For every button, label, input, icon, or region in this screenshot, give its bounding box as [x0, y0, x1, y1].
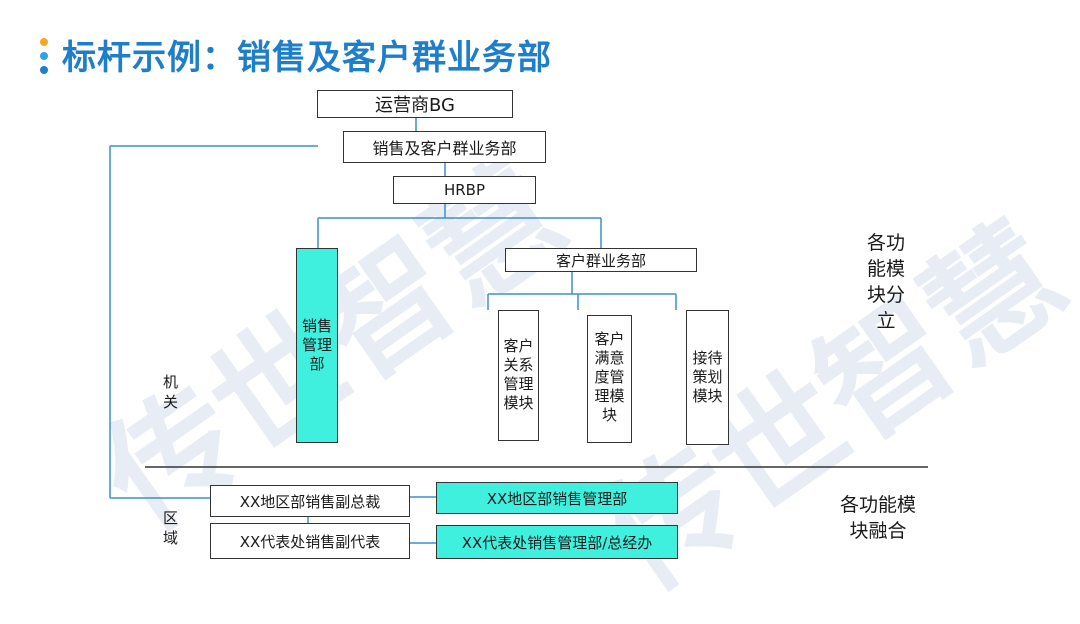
box-customer-group-dept: 客户群业务部	[505, 248, 697, 272]
box-operator-bg: 运营商BG	[317, 90, 513, 118]
box-region-sales-mgmt: XX地区部销售管理部	[436, 482, 678, 514]
note-modules-separated: 各功 能模 块分 立	[867, 232, 906, 332]
box-region-vp: XX地区部销售副总裁	[210, 485, 410, 517]
title-dots-icon	[40, 38, 50, 76]
box-module-crm: 客户 关系 管理 模块	[498, 310, 539, 441]
box-hrbp: HRBP	[393, 176, 536, 204]
label-region: 区 域	[163, 509, 179, 547]
label-headquarters: 机 关	[163, 373, 179, 411]
box-module-reception: 接待 策划 模块	[686, 310, 729, 445]
box-module-satisfaction: 客户 满意 度管 理模 块	[587, 315, 632, 443]
box-rep-office-deputy: XX代表处销售副代表	[210, 523, 410, 559]
box-rep-office-sales-mgmt: XX代表处销售管理部/总经办	[436, 525, 678, 559]
note-modules-merged: 各功能模 块融合	[840, 494, 917, 542]
box-sales-mgmt-dept: 销售 管理 部	[296, 248, 338, 443]
box-sales-customer-dept: 销售及客户群业务部	[343, 131, 546, 163]
connector-lines	[109, 118, 928, 544]
page-title: 标杆示例：销售及客户群业务部	[62, 38, 552, 78]
